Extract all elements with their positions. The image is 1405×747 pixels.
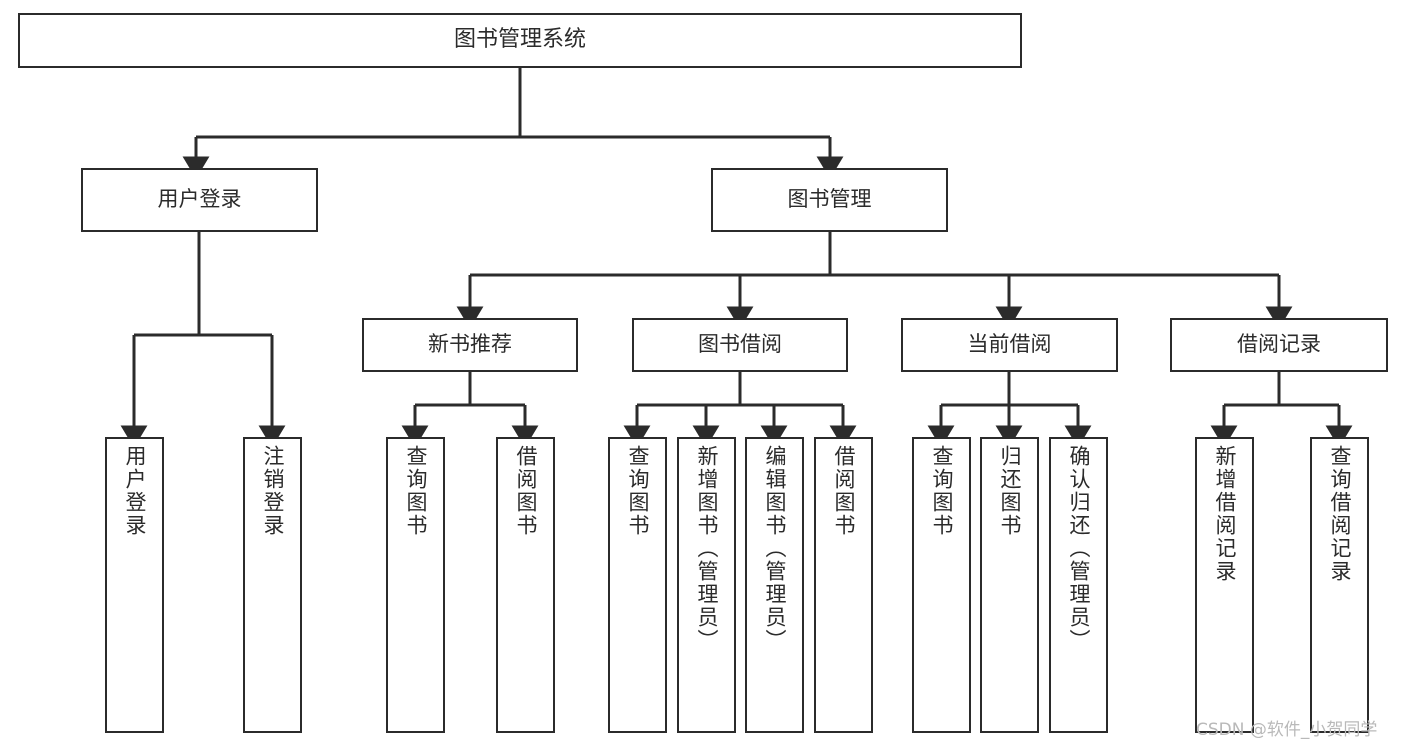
node-label: 新增图书（管理员） (695, 445, 719, 652)
leaf-borrow-edit-book-admin[interactable]: 编辑图书（管理员） (745, 437, 804, 733)
node-book-borrow[interactable]: 图书借阅 (632, 318, 848, 372)
node-label: 查询借阅记录 (1328, 445, 1352, 583)
node-label: 确认归还（管理员） (1067, 445, 1091, 652)
leaf-current-query-book[interactable]: 查询图书 (912, 437, 971, 733)
node-label: 查询图书 (404, 445, 428, 537)
node-user-login[interactable]: 用户登录 (81, 168, 318, 232)
node-label: 查询图书 (930, 445, 954, 537)
node-label: 图书管理 (787, 187, 872, 212)
node-label: 归还图书 (998, 445, 1022, 537)
leaf-current-return-book[interactable]: 归还图书 (980, 437, 1039, 733)
node-label: 当前借阅 (967, 332, 1052, 357)
node-label: 借阅记录 (1237, 332, 1321, 357)
node-label: 用户登录 (157, 187, 242, 212)
node-label: 新增借阅记录 (1213, 445, 1237, 583)
leaf-new-book-borrow[interactable]: 借阅图书 (496, 437, 555, 733)
node-label: 图书管理系统 (453, 27, 586, 53)
node-current-borrow[interactable]: 当前借阅 (901, 318, 1118, 372)
csdn-watermark: CSDN @软件_小贺同学 (1196, 720, 1378, 740)
leaf-user-login-signout[interactable]: 注销登录 (243, 437, 302, 733)
leaf-borrow-query-book[interactable]: 查询图书 (608, 437, 667, 733)
node-label: 图书借阅 (698, 332, 782, 357)
leaf-borrow-borrow-book[interactable]: 借阅图书 (814, 437, 873, 733)
leaf-records-add-record[interactable]: 新增借阅记录 (1195, 437, 1254, 733)
node-label: 用户登录 (123, 445, 147, 537)
node-root-library-system[interactable]: 图书管理系统 (18, 13, 1022, 68)
leaf-current-confirm-return-admin[interactable]: 确认归还（管理员） (1049, 437, 1108, 733)
node-label: 查询图书 (626, 445, 650, 537)
node-label: 编辑图书（管理员） (763, 445, 787, 652)
leaf-records-query-record[interactable]: 查询借阅记录 (1310, 437, 1369, 733)
node-label: 新书推荐 (428, 332, 512, 357)
node-label: 借阅图书 (514, 445, 538, 537)
node-label: 注销登录 (261, 445, 285, 537)
leaf-new-book-query[interactable]: 查询图书 (386, 437, 445, 733)
leaf-user-login-signin[interactable]: 用户登录 (105, 437, 164, 733)
node-book-management[interactable]: 图书管理 (711, 168, 948, 232)
node-new-book-recommend[interactable]: 新书推荐 (362, 318, 578, 372)
leaf-borrow-add-book-admin[interactable]: 新增图书（管理员） (677, 437, 736, 733)
node-borrow-records[interactable]: 借阅记录 (1170, 318, 1388, 372)
node-label: 借阅图书 (832, 445, 856, 537)
